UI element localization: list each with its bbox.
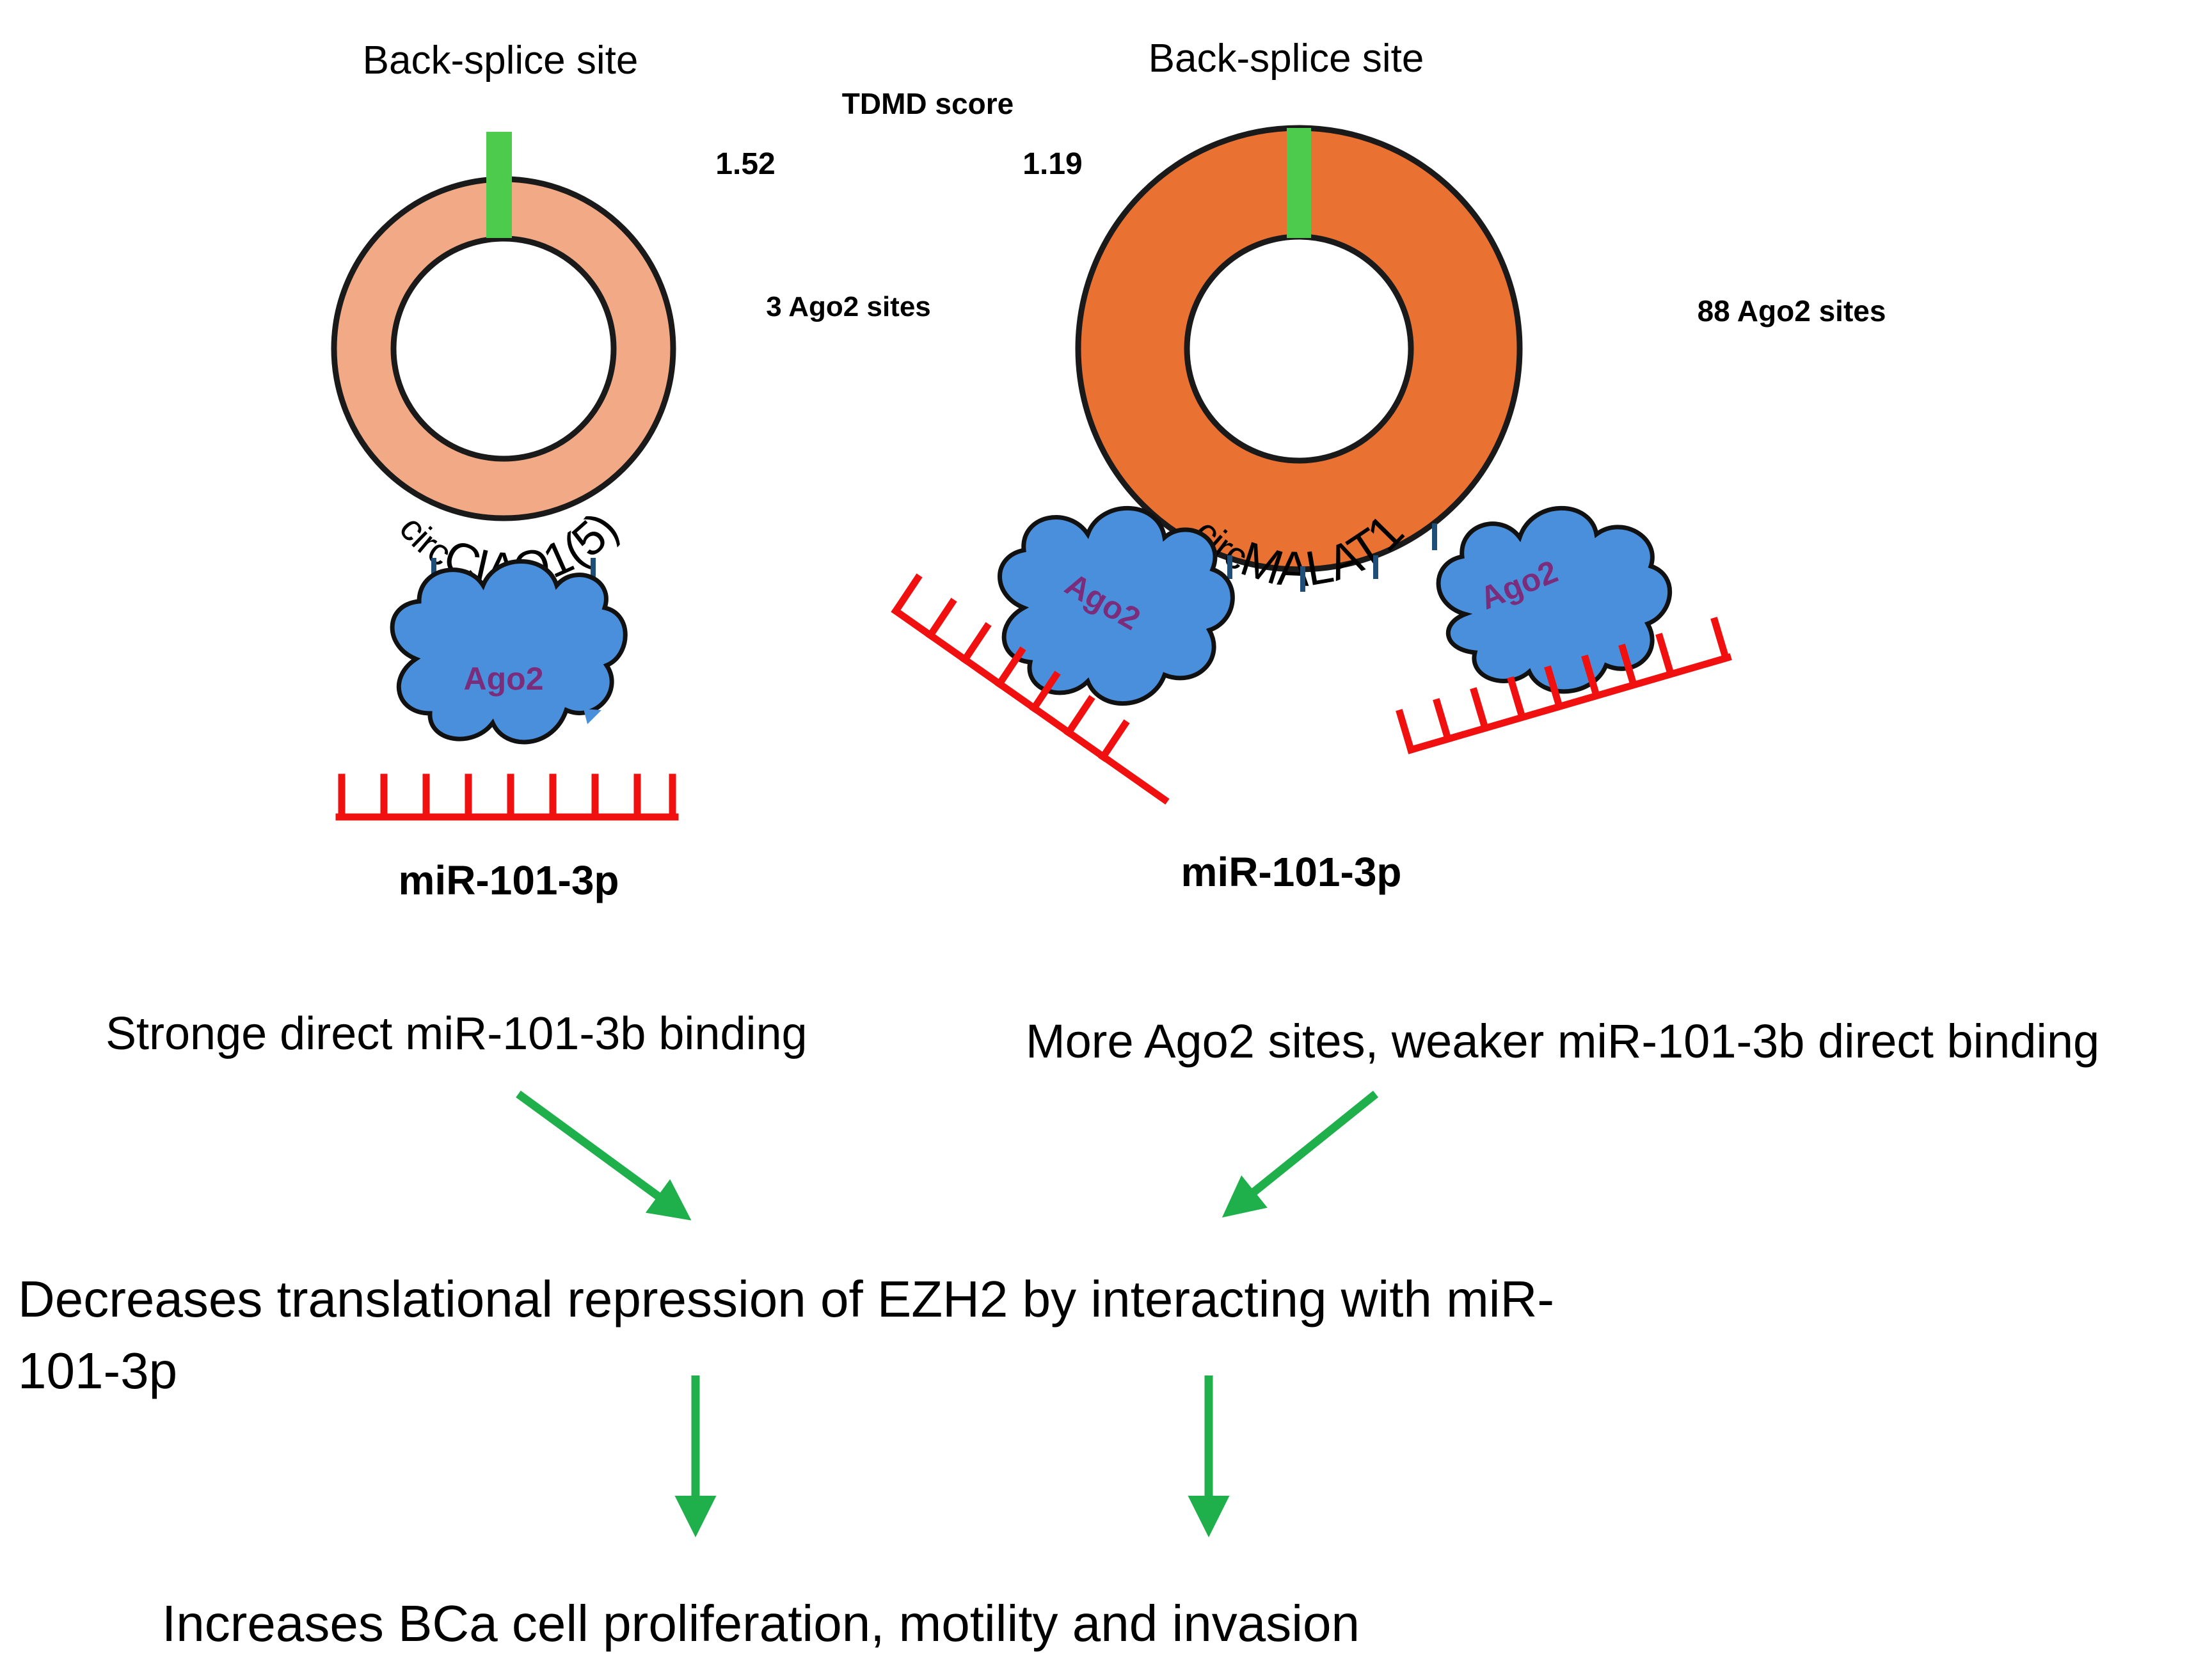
effect-line-1: Decreases translational repression of EZ… (18, 1271, 1554, 1327)
right-back-splice-label: Back-splice site (1149, 36, 1424, 81)
left-binding-note: Stronge direct miR-101-3b binding (106, 1008, 808, 1059)
right-mirna-label: miR-101-3p (1181, 849, 1402, 895)
flow-arrows-bottom (674, 1375, 1230, 1537)
left-back-splice-marker (486, 132, 512, 238)
left-tdmd-value: 1.52 (715, 147, 775, 181)
flow-arrows-top (516, 1090, 1379, 1221)
tdmd-score-label: TDMD score (842, 87, 1014, 120)
left-ago2-protein (390, 559, 628, 745)
left-mirna-label: miR-101-3p (399, 857, 619, 903)
left-mirna-strand (335, 773, 679, 821)
left-ago2-sites-label: 3 Ago2 sites (766, 291, 931, 322)
right-binding-note: More Ago2 sites, weaker miR-101-3b direc… (1026, 1015, 2099, 1068)
right-ago2-protein-1 (998, 505, 1235, 706)
right-back-splice-marker (1287, 128, 1311, 238)
effect-line-2: 101-3p (18, 1342, 177, 1399)
right-mirna-strand-1 (891, 573, 1170, 805)
right-circrna-ring (1075, 125, 1523, 573)
right-ago2-sites-label: 88 Ago2 sites (1698, 294, 1886, 328)
outcome-text: Increases BCa cell proliferation, motili… (162, 1595, 1360, 1652)
left-ago2-label: Ago2 (464, 661, 544, 697)
right-tdmd-value: 1.19 (1022, 147, 1082, 181)
right-ago2-protein-2 (1436, 505, 1673, 694)
right-mirna-strand-2 (1396, 617, 1732, 754)
left-back-splice-label: Back-splice site (363, 38, 639, 83)
left-circrna-ring (331, 176, 676, 521)
